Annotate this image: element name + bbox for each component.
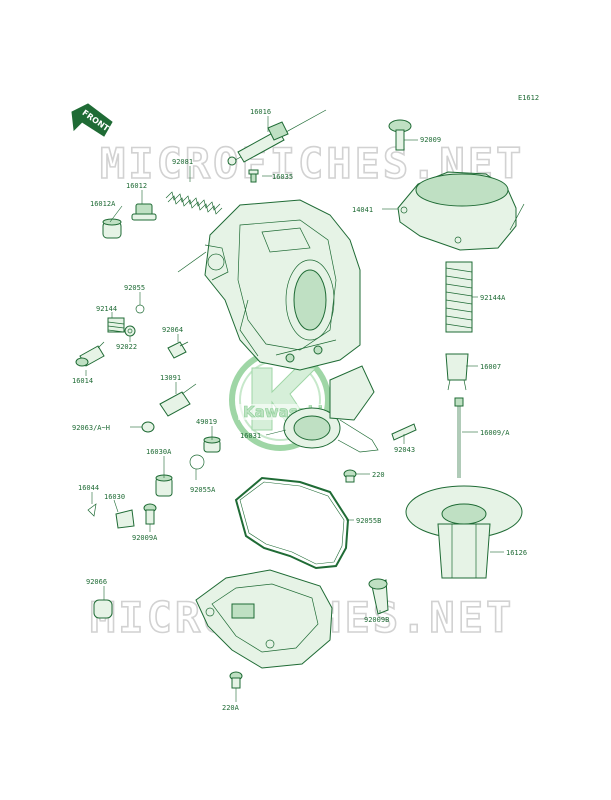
label-16044: 16044 bbox=[78, 484, 99, 492]
label-92009: 92009 bbox=[420, 136, 441, 144]
part-16009A bbox=[454, 397, 464, 478]
part-92009A bbox=[143, 503, 157, 525]
label-16009A: 16009/A bbox=[480, 429, 510, 437]
part-16016 bbox=[227, 109, 327, 166]
label-92064: 92064 bbox=[162, 326, 183, 334]
label-16012A: 16012A bbox=[90, 200, 116, 208]
label-92081: 92081 bbox=[172, 158, 193, 166]
part-16044 bbox=[87, 503, 97, 517]
part-220A bbox=[229, 671, 243, 689]
part-16035 bbox=[248, 169, 259, 183]
part-92063A-H bbox=[141, 421, 155, 433]
label-16016: 16016 bbox=[250, 108, 271, 116]
label-92055B: 92055B bbox=[356, 517, 381, 525]
part-92009B bbox=[368, 578, 389, 615]
label-92055: 92055 bbox=[124, 284, 145, 292]
part-92009 bbox=[388, 119, 412, 151]
label-49019: 49019 bbox=[196, 418, 217, 426]
label-92022: 92022 bbox=[116, 343, 137, 351]
label-16007: 16007 bbox=[480, 363, 501, 371]
part-92055A bbox=[189, 454, 205, 470]
label-92144A: 92144A bbox=[480, 294, 506, 302]
label-220A: 220A bbox=[222, 704, 240, 712]
part-92055B bbox=[234, 476, 350, 570]
part-92144 bbox=[107, 317, 125, 333]
label-16031: 16031 bbox=[240, 432, 261, 440]
part-16012 bbox=[131, 203, 157, 221]
label-16014: 16014 bbox=[72, 377, 93, 385]
part-16030A bbox=[155, 474, 173, 497]
label-92009B: 92009B bbox=[364, 616, 389, 624]
label-92144: 92144 bbox=[96, 305, 117, 313]
part-16012A bbox=[102, 218, 122, 239]
part-16126 bbox=[405, 485, 523, 579]
label-16035: 16035 bbox=[272, 173, 293, 181]
label-16126: 16126 bbox=[506, 549, 527, 557]
part-92022 bbox=[124, 325, 136, 337]
part-92055 bbox=[135, 304, 145, 314]
leader-lines bbox=[85, 116, 504, 702]
label-16030: 16030 bbox=[104, 493, 125, 501]
label-14041: 14041 bbox=[352, 206, 373, 214]
label-92066: 92066 bbox=[86, 578, 107, 586]
part-220 bbox=[343, 469, 357, 483]
front-arrow-icon: FRONT bbox=[71, 103, 113, 137]
label-92063A-H: 92063/A~H bbox=[72, 424, 110, 432]
part-float-chamber bbox=[195, 569, 333, 669]
part-carburetor-body bbox=[177, 199, 361, 371]
diagram-code: E1612 bbox=[518, 94, 539, 102]
part-14041 bbox=[397, 171, 525, 251]
label-92043: 92043 bbox=[394, 446, 415, 454]
label-92009A: 92009A bbox=[132, 534, 158, 542]
label-16012: 16012 bbox=[126, 182, 147, 190]
part-92144A bbox=[445, 261, 473, 333]
part-labels: 16016 92081 16012 16012A 16035 92009 140… bbox=[72, 108, 527, 712]
part-92066 bbox=[93, 599, 113, 619]
label-220: 220 bbox=[372, 471, 385, 479]
part-16030 bbox=[115, 509, 135, 529]
part-16031 bbox=[283, 365, 379, 453]
part-13091 bbox=[159, 383, 197, 417]
label-16030A: 16030A bbox=[146, 448, 172, 456]
part-16007 bbox=[445, 353, 469, 391]
part-16014 bbox=[75, 341, 105, 367]
label-92055A: 92055A bbox=[190, 486, 216, 494]
part-92043 bbox=[391, 423, 417, 441]
label-13091: 13091 bbox=[160, 374, 181, 382]
part-92081 bbox=[165, 191, 223, 215]
part-92064 bbox=[167, 341, 189, 359]
